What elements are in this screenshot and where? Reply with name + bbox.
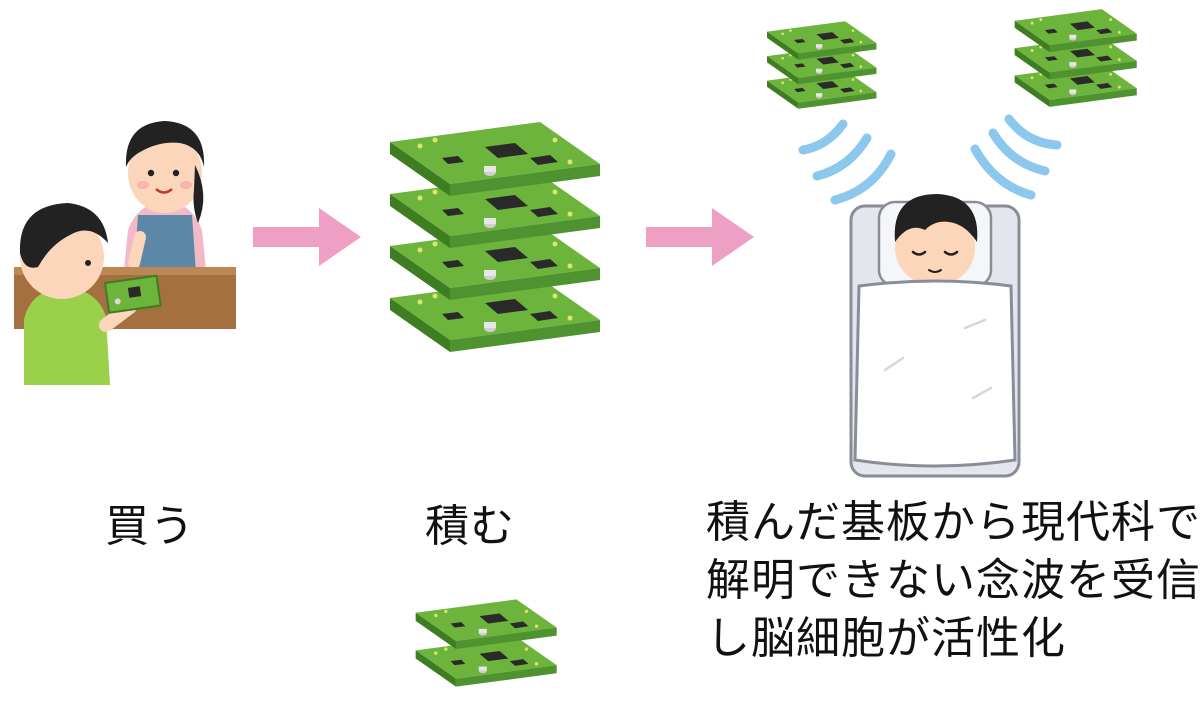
shopkeeper-figure <box>124 121 206 273</box>
child-figure <box>19 203 137 385</box>
result-line: 積んだ基板から現代科で <box>706 497 1200 548</box>
result-line: 解明できない念波を受信 <box>706 555 1200 606</box>
radio-wave-icon <box>965 114 1065 200</box>
radio-wave-icon <box>795 119 905 205</box>
result-description: 積んだ基板から現代科で 解明できない念波を受信 し脳細胞が活性化 <box>706 494 1200 668</box>
circuit-board-stack-icon <box>766 20 878 110</box>
circuit-board-stack-icon <box>414 598 559 688</box>
arrow-right-icon <box>253 208 361 266</box>
step-label-stack: 積む <box>425 501 515 552</box>
step-label-buy: 買う <box>105 501 195 552</box>
result-line: し脳細胞が活性化 <box>706 613 1066 664</box>
shop-scene-icon <box>10 95 240 385</box>
circuit-board-stack-icon <box>388 120 603 355</box>
arrow-right-icon <box>646 208 754 266</box>
sleeping-person-icon <box>845 190 1025 480</box>
handed-board <box>103 274 162 314</box>
circuit-board-stack-icon <box>1012 8 1140 108</box>
